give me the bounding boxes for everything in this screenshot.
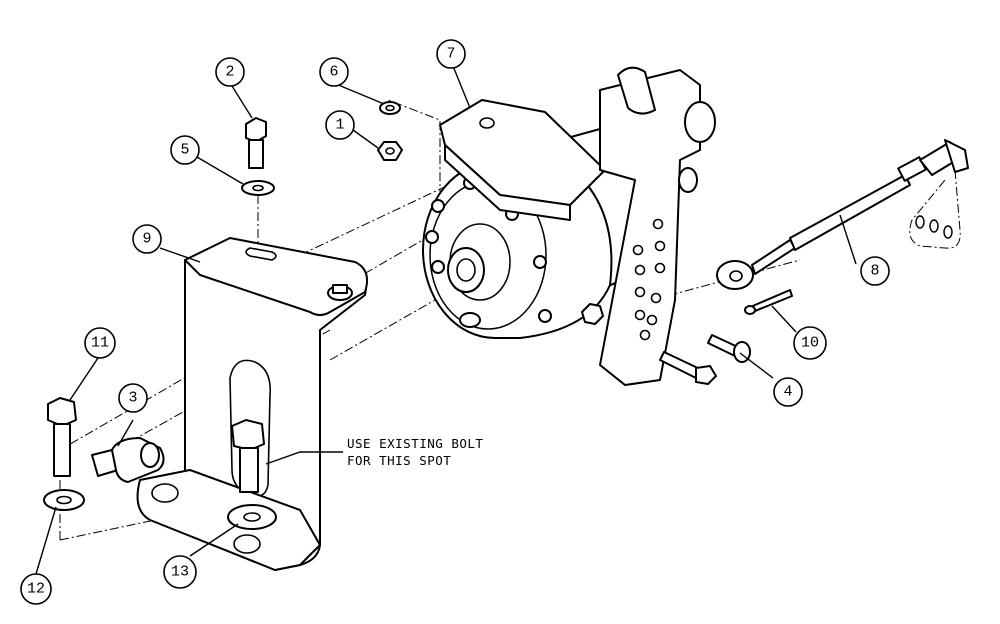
elbow-fitting	[91, 437, 165, 483]
balloon-2-label: 2	[225, 64, 234, 81]
existing-bolt	[231, 419, 265, 493]
note-line-2: FOR THIS SPOT	[347, 453, 451, 468]
balloon-2: 2	[215, 57, 245, 87]
balloon-6: 6	[319, 57, 349, 87]
note-line-1: USE EXISTING BOLT	[347, 436, 483, 451]
balloon-10: 10	[793, 326, 827, 360]
balloon-6-label: 6	[329, 64, 338, 81]
existing-bolt-note: USE EXISTING BOLT FOR THIS SPOT	[347, 436, 483, 468]
balloon-4-label: 4	[783, 384, 792, 401]
lever-bolt	[659, 351, 717, 385]
balloon-7: 7	[436, 39, 466, 69]
balloon-9: 9	[132, 224, 162, 254]
leader-lines	[35, 65, 857, 575]
top-bolt	[245, 117, 267, 169]
cotter-pin	[744, 289, 793, 315]
clevis-pin	[707, 334, 751, 363]
balloon-5-label: 5	[180, 142, 189, 159]
balloon-10-label: 10	[801, 335, 819, 352]
left-washer	[43, 489, 85, 511]
lock-washer	[379, 101, 401, 115]
hex-nut	[377, 141, 403, 161]
balloon-3-label: 3	[128, 390, 137, 407]
balloon-5: 5	[170, 135, 200, 165]
bottom-washer	[227, 504, 277, 530]
balloon-9-label: 9	[142, 231, 151, 248]
balloon-12: 12	[20, 573, 52, 605]
left-bolt	[47, 397, 77, 477]
balloon-11: 11	[84, 327, 116, 359]
balloon-12-label: 12	[27, 581, 45, 598]
balloon-13: 13	[163, 555, 197, 589]
balloon-13-label: 13	[171, 564, 189, 581]
balloon-8-label: 8	[870, 263, 879, 280]
balloon-1: 1	[325, 110, 355, 140]
balloon-8: 8	[860, 256, 890, 286]
linkage-rod	[716, 139, 969, 290]
balloon-11-label: 11	[91, 335, 109, 352]
lever-arm	[581, 66, 716, 386]
balloon-1-label: 1	[335, 117, 344, 134]
top-washer	[241, 180, 275, 196]
balloon-4: 4	[773, 377, 803, 407]
balloon-7-label: 7	[446, 46, 455, 63]
balloon-3: 3	[118, 383, 148, 413]
